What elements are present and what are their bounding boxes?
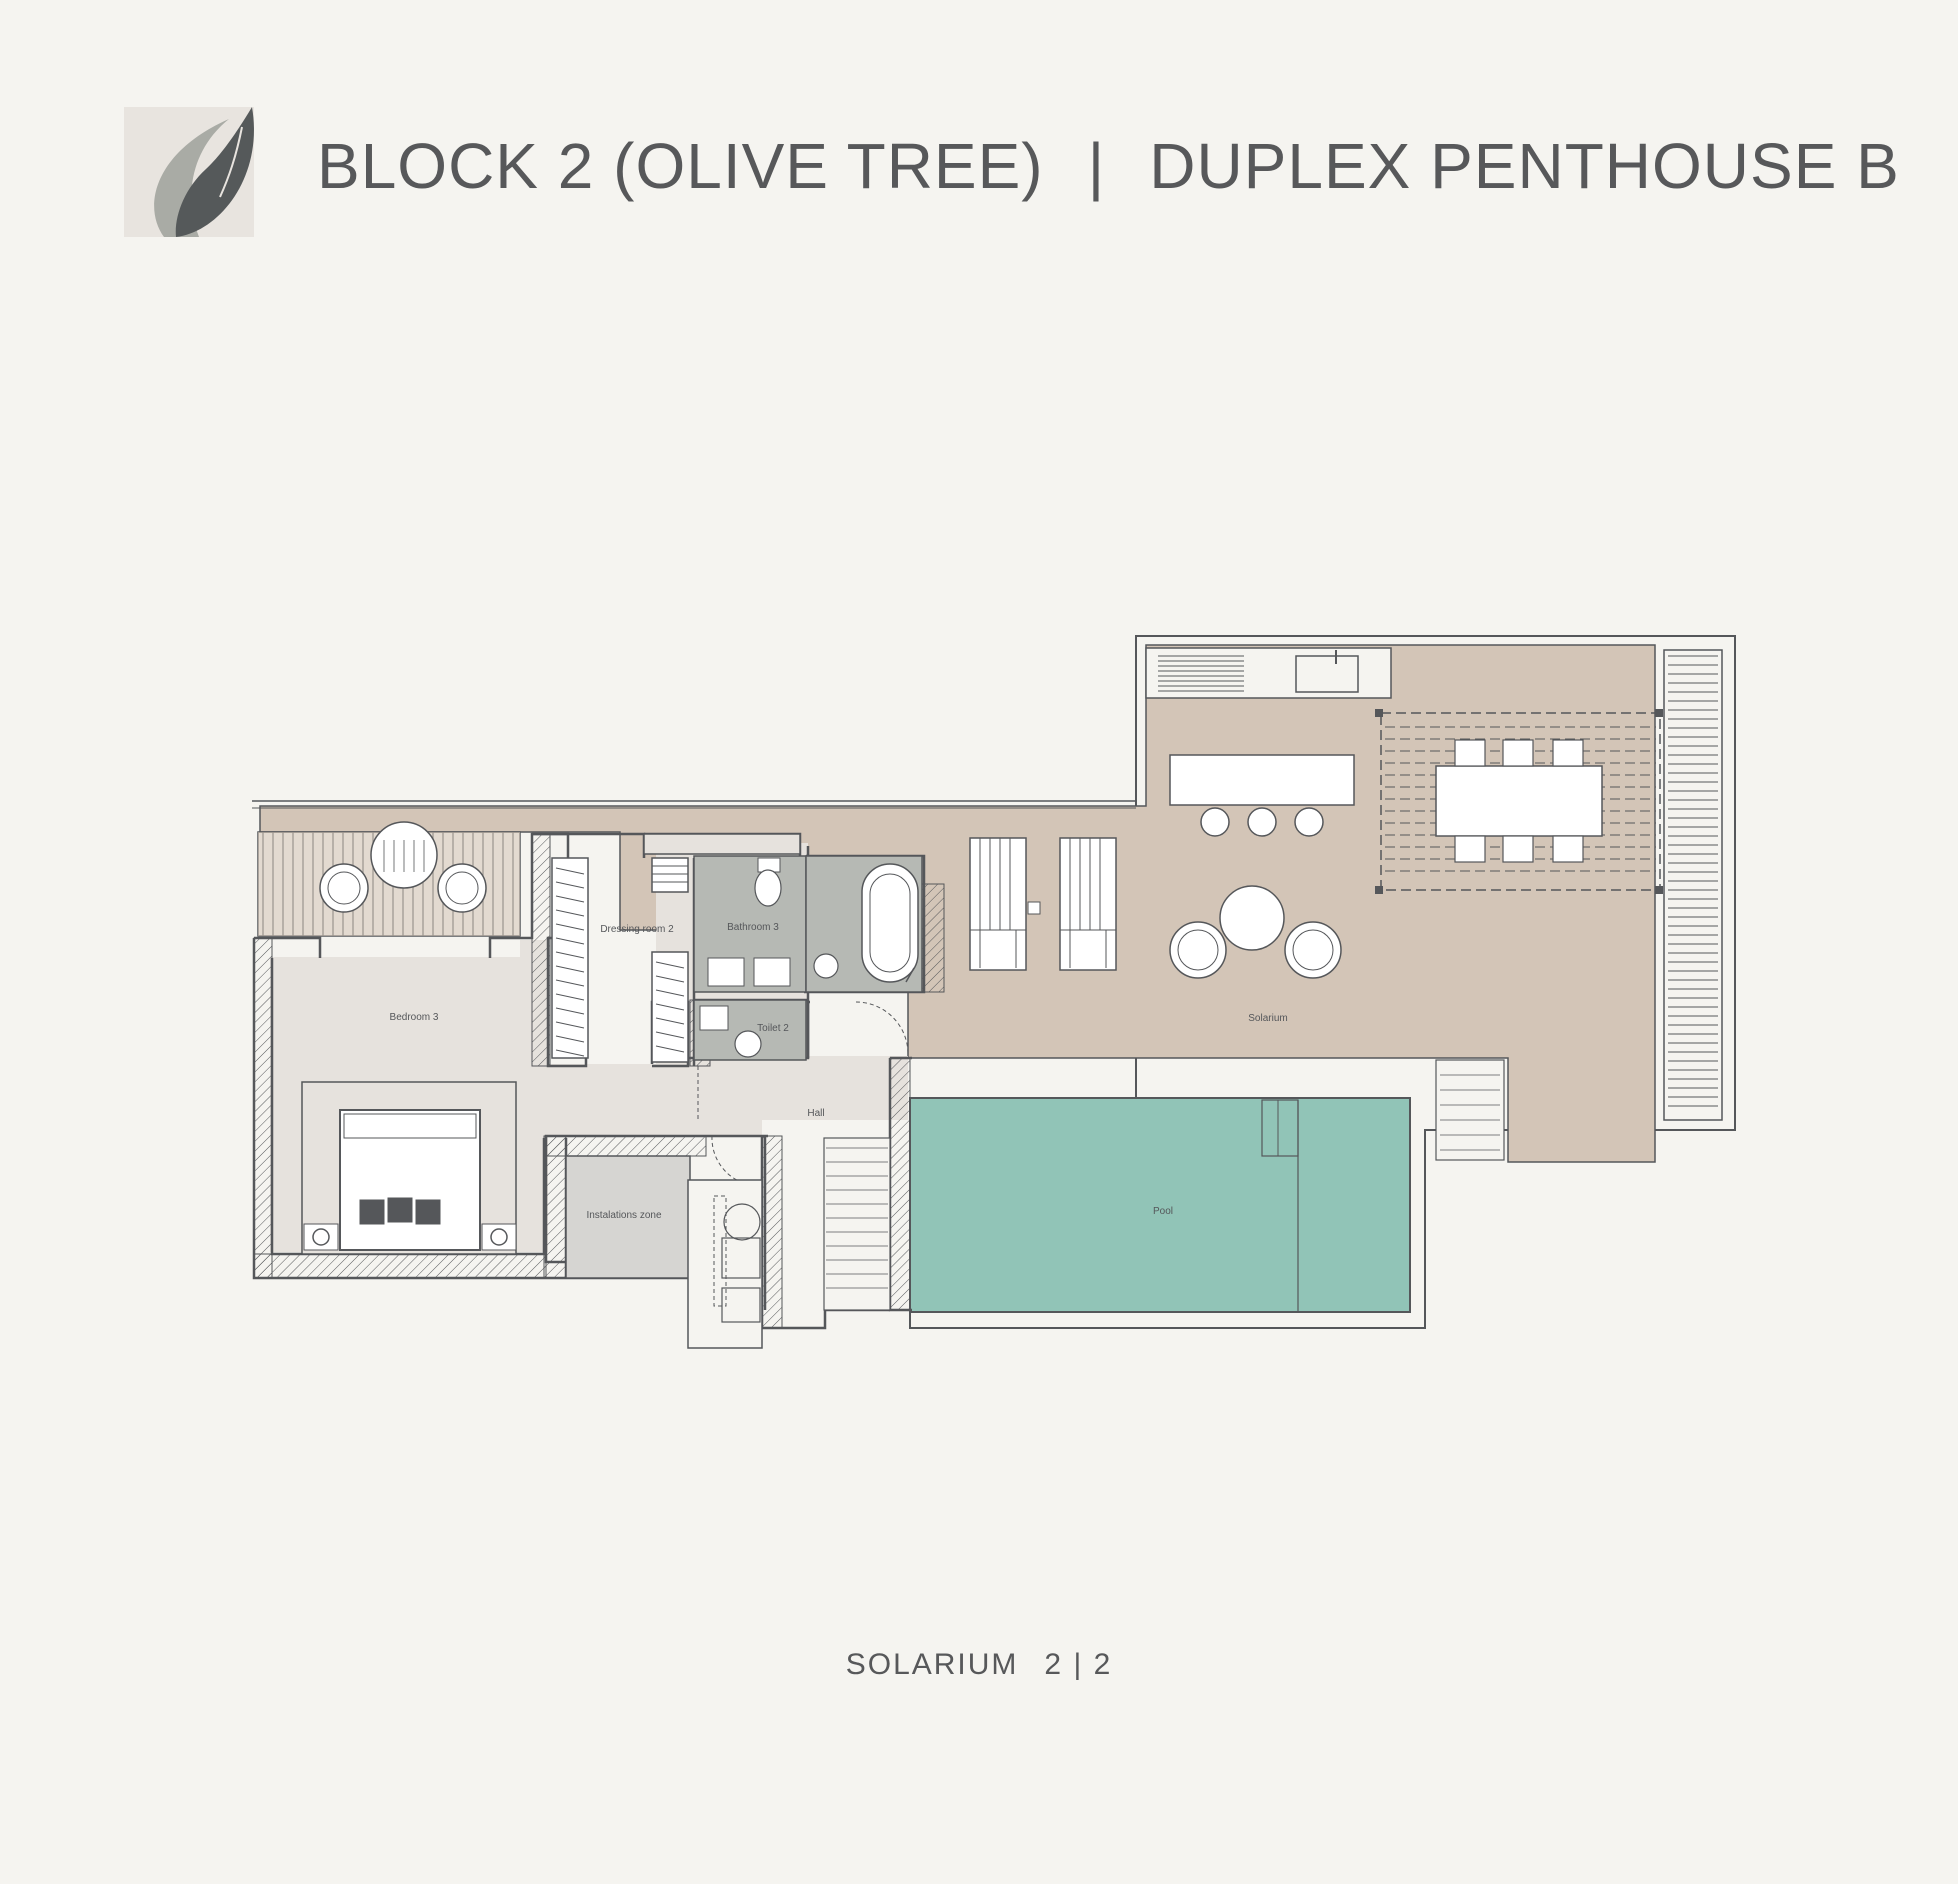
- leaf-logo-icon: [124, 107, 254, 237]
- bathroom-3: [693, 855, 923, 993]
- room-label-toilet-2: Toilet 2: [757, 1023, 789, 1034]
- room-label-pool: Pool: [1153, 1206, 1173, 1217]
- bedroom-balcony: [257, 821, 521, 937]
- pool: [909, 1097, 1411, 1313]
- internal-staircase: [823, 1137, 891, 1311]
- wardrobes: [551, 857, 689, 1063]
- pergola-dining: [1375, 709, 1663, 894]
- double-bed: [301, 1081, 517, 1255]
- sun-loungers: [969, 837, 1117, 971]
- page-title: BLOCK 2 (OLIVE TREE)|DUPLEX PENTHOUSE B: [317, 134, 1900, 198]
- installations-zone: [565, 1155, 691, 1279]
- lounge-set: [1169, 885, 1342, 979]
- room-label-hall: Hall: [807, 1108, 824, 1119]
- toilet-2: [693, 999, 807, 1061]
- bar-counter: [1169, 754, 1355, 837]
- pool-steps: [1435, 1059, 1505, 1161]
- room-label-installations: Instalations zone: [586, 1210, 661, 1221]
- title-separator: |: [1087, 130, 1106, 202]
- title-block: BLOCK 2 (OLIVE TREE): [317, 130, 1044, 202]
- doors: [697, 1001, 909, 1187]
- room-label-bedroom-3: Bedroom 3: [390, 1012, 439, 1023]
- outdoor-kitchen: [1145, 647, 1392, 699]
- page-footer: SOLARIUM 2 | 2: [0, 1648, 1958, 1682]
- laundry-cabinet: [687, 1179, 763, 1349]
- room-label-dressing-room-2: Dressing room 2: [600, 924, 674, 935]
- level-label: SOLARIUM: [845, 1648, 1019, 1681]
- room-label-bathroom-3: Bathroom 3: [727, 922, 779, 933]
- page-indicator: 2 | 2: [1044, 1648, 1113, 1681]
- title-unit: DUPLEX PENTHOUSE B: [1149, 130, 1900, 202]
- room-label-solarium: Solarium: [1248, 1013, 1287, 1024]
- right-stairs: [1663, 649, 1723, 1121]
